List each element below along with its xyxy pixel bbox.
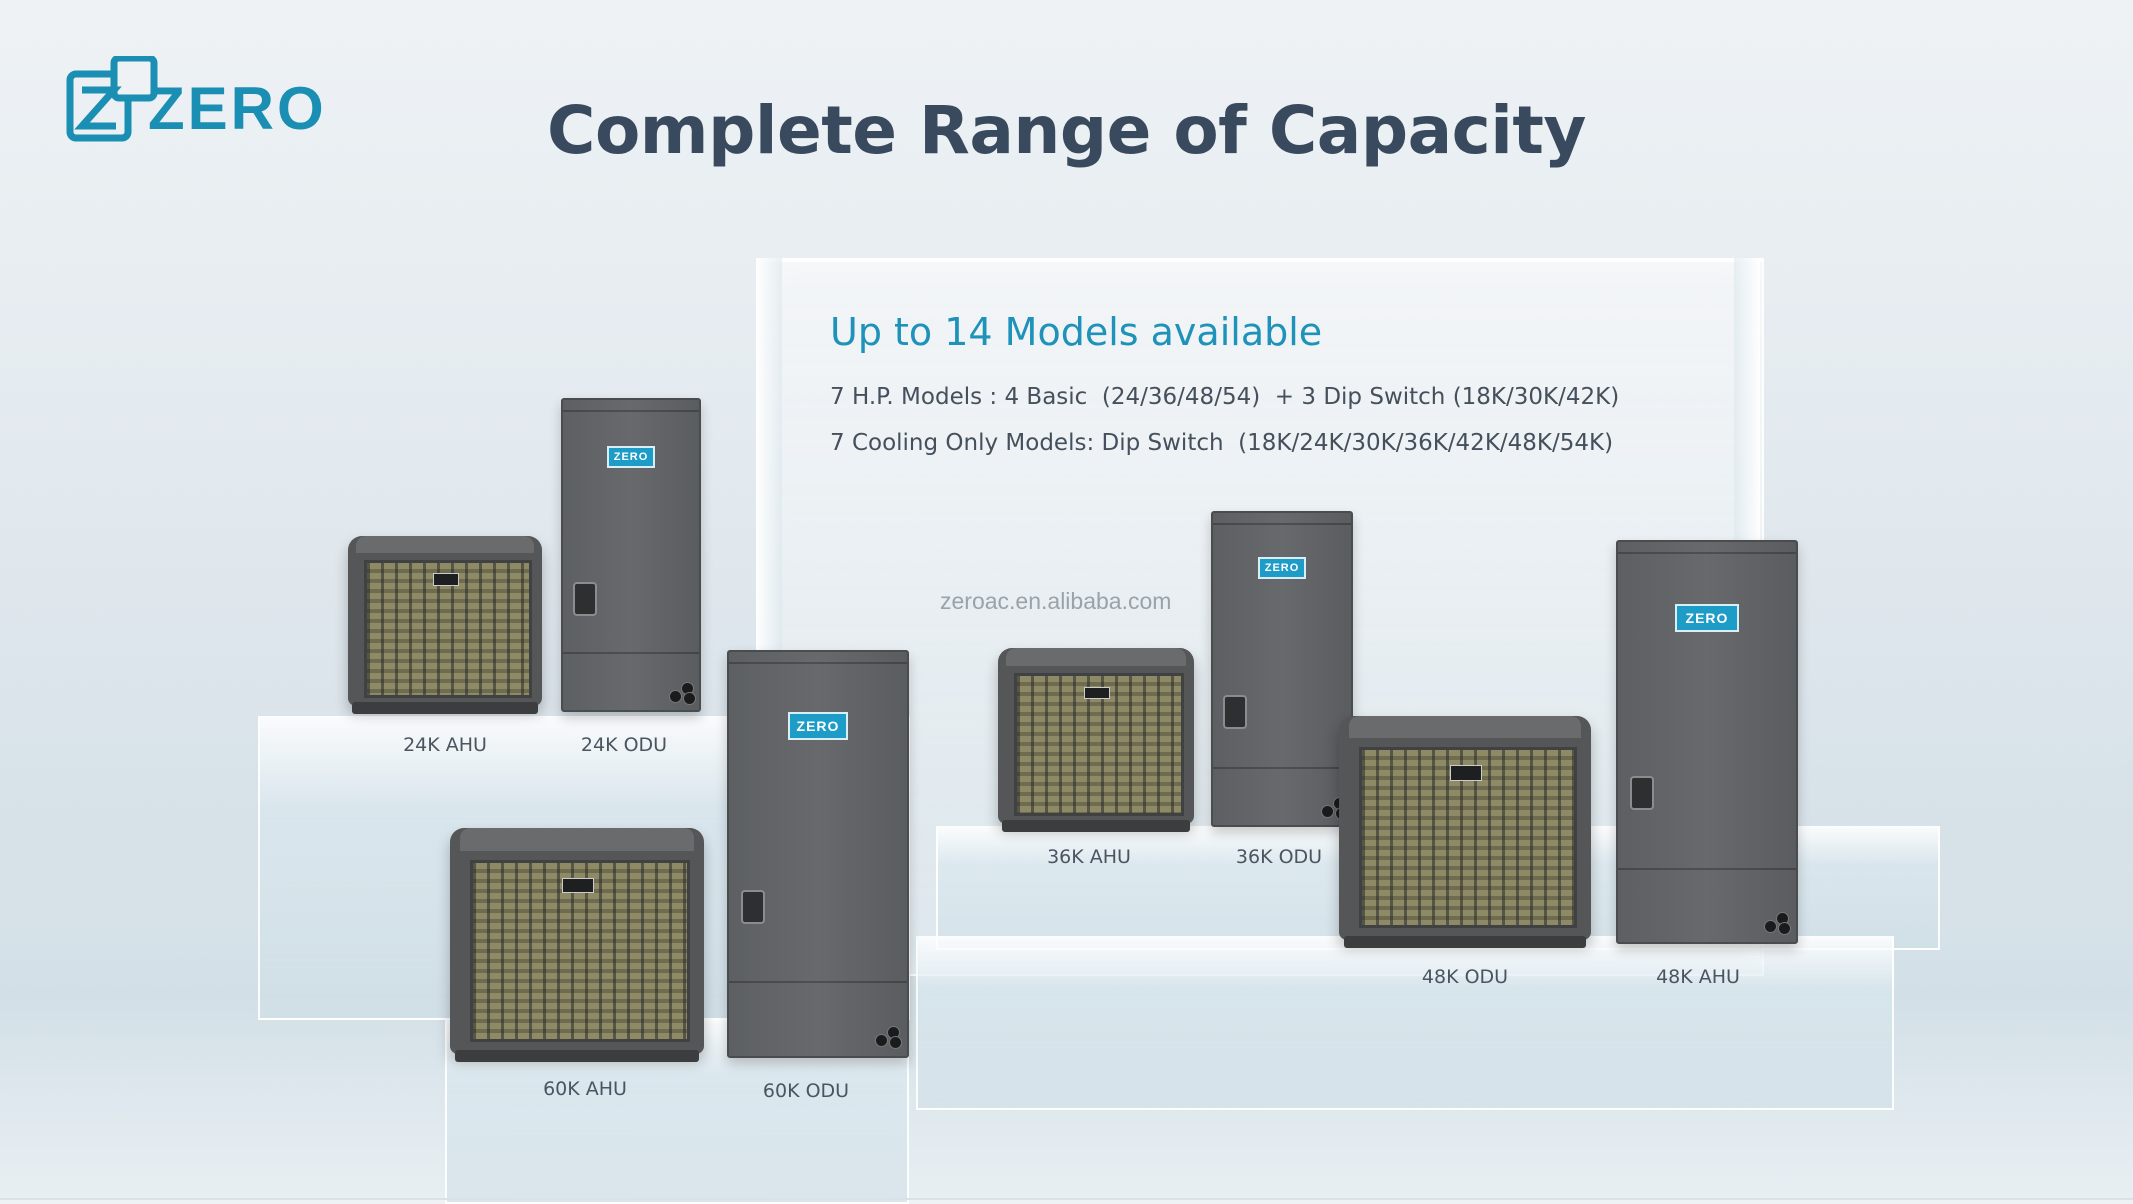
unit-label-24k-handler: 24K ODU <box>580 734 668 756</box>
condenser-24k <box>348 536 542 714</box>
unit-label-48k-condenser: 48K ODU <box>1421 966 1509 988</box>
condenser-60k <box>450 828 704 1062</box>
logo-wordmark: ZERO <box>148 75 327 142</box>
unit-label-60k-condenser: 60K AHU <box>543 1078 627 1100</box>
models-heading: Up to 14 Models available <box>830 310 1323 354</box>
unit-label-24k-condenser: 24K AHU <box>403 734 487 756</box>
zero-logo-icon <box>66 56 158 142</box>
watermark: zeroac.en.alibaba.com <box>940 588 1172 614</box>
bottom-divider <box>0 1198 2133 1200</box>
air-handler-24k: ZERO <box>561 398 701 712</box>
air-handler-36k: ZERO <box>1211 511 1353 827</box>
pedestal-right <box>916 936 1894 1110</box>
air-handler-60k: ZERO <box>727 650 909 1058</box>
unit-label-36k-condenser: 36K AHU <box>1047 846 1131 868</box>
air-handler-48k: ZERO <box>1616 540 1798 944</box>
condenser-36k <box>998 648 1194 832</box>
heat-pump-models-line: 7 H.P. Models : 4 Basic (24/36/48/54) + … <box>830 384 1620 410</box>
cooling-only-models-line: 7 Cooling Only Models: Dip Switch (18K/2… <box>830 430 1614 456</box>
condenser-48k <box>1339 716 1591 948</box>
unit-label-60k-handler: 60K ODU <box>762 1080 850 1102</box>
brand-badge-icon: ZERO <box>788 712 848 740</box>
brand-badge-icon: ZERO <box>1258 557 1306 579</box>
unit-label-36k-handler: 36K ODU <box>1235 846 1323 868</box>
unit-label-48k-handler: 48K AHU <box>1656 966 1740 988</box>
brand-badge-icon: ZERO <box>1675 604 1739 632</box>
page-title: Complete Range of Capacity <box>547 92 1586 169</box>
brand-badge-icon: ZERO <box>607 446 655 468</box>
